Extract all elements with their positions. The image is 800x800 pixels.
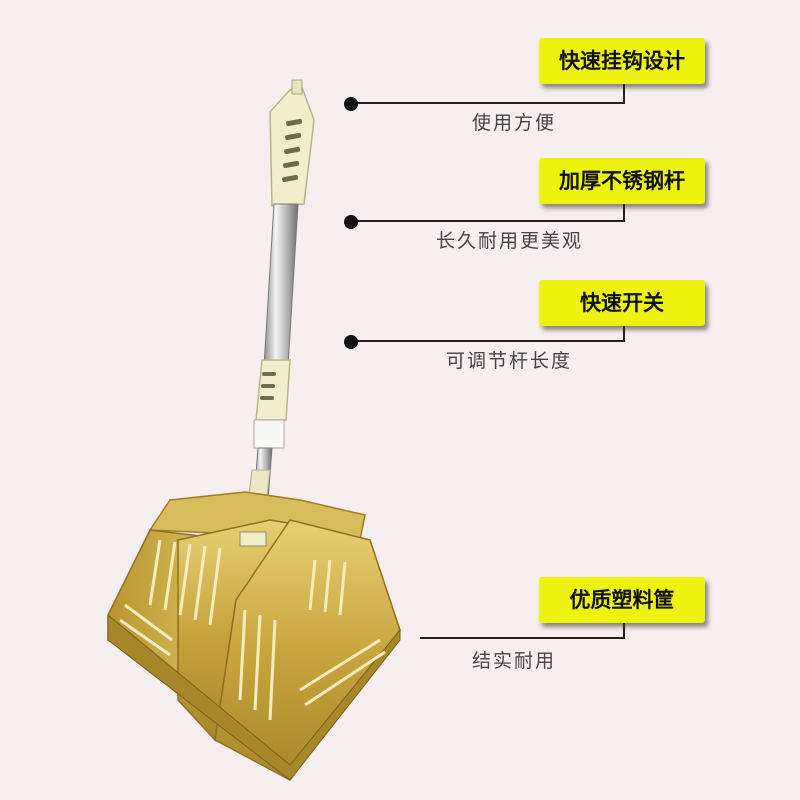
feature-title-badge: 加厚不锈钢杆 [539,158,705,204]
leader-line [623,204,625,222]
bullet-dot [344,335,358,349]
plastic-basket [107,491,401,781]
feature-caption: 长久耐用更美观 [436,230,584,252]
bullet-dot [344,97,358,111]
handle-grip [269,79,315,207]
leader-line [352,220,625,222]
telescope-clamp [253,359,291,449]
feature-title-badge: 快速开关 [539,280,705,326]
feature-caption: 可调节杆长度 [446,350,573,372]
leader-line [623,326,625,342]
leader-line [623,84,625,104]
feature-title-badge: 快速挂钩设计 [539,38,705,84]
feature-title-badge: 优质塑料筐 [539,577,705,623]
feature-caption: 结实耐用 [472,650,557,672]
leader-line [352,340,625,342]
leader-line [420,637,625,639]
steel-pole [263,203,299,367]
leader-line [352,102,625,104]
leader-line [623,623,625,639]
feature-caption: 使用方便 [472,112,557,134]
bullet-dot [344,215,358,229]
